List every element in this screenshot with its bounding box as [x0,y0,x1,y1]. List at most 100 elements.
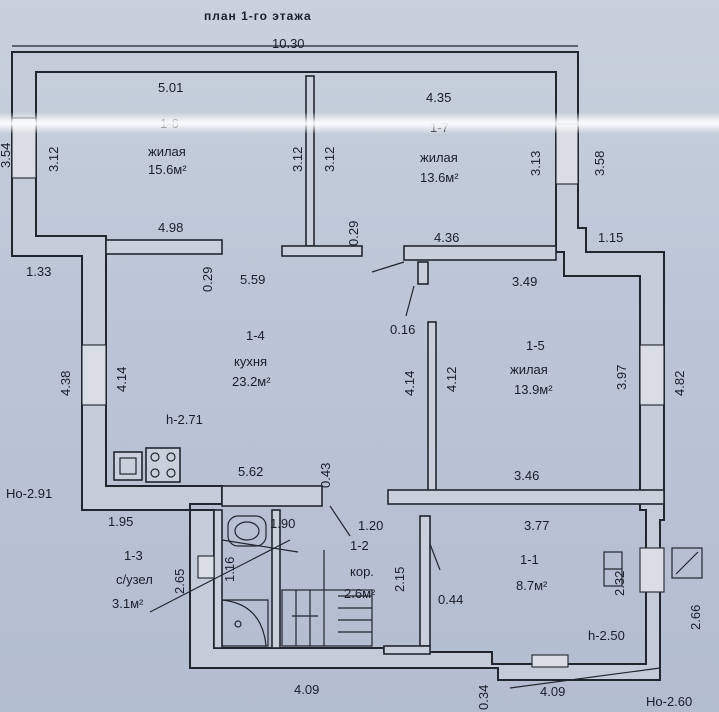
room-r17-area: 13.6м² [420,170,459,185]
dim-right-482: 4.82 [672,371,687,396]
door-r17-swing [371,261,405,273]
bath-leader [149,539,291,613]
dim-kitchen-right: 4.14 [402,371,417,396]
kitchen-sink [113,451,143,481]
kitchen-stove [145,447,181,483]
dim-gap-016: 0.16 [390,322,415,337]
dim-bath-195: 1.95 [108,514,133,529]
wall-stub [417,261,429,285]
stove-burner-1 [150,452,160,462]
dim-partial-left: 3.54 [0,143,13,168]
staircase [281,550,373,647]
window-left-r16 [11,117,37,179]
room-r14-area: 23.2м² [232,374,271,389]
shower-drain [234,620,242,628]
room-r17-id: 1-7 [430,120,449,135]
room-r16-area: 15.6м² [148,162,187,177]
dim-r17-ext: 3.58 [592,151,607,176]
dim-r17-top: 4.35 [426,90,451,105]
door-bath-swing [221,539,299,553]
room-r16-name: жилая [148,144,186,159]
room-r12-area: 2.6м² [344,586,376,601]
dim-hall-width: 4.36 [434,230,459,245]
wall-bath-corridor [271,509,281,649]
dim-porch-266: 2.66 [688,605,703,630]
dim-kitchen-left: 4.14 [114,367,129,392]
dim-r16-left: 3.12 [46,147,61,172]
dim-kitchen-bottom: 5.62 [238,464,263,479]
stove-burner-4 [166,468,176,478]
wall-r16-r17 [305,75,315,247]
window-right-r11 [639,547,665,593]
dim-r16-bottom: 4.98 [158,220,183,235]
dim-ext-115: 1.15 [598,230,623,245]
dim-gap-044: 0.44 [438,592,463,607]
dim-bath-190: 1.90 [270,516,295,531]
dim-r11-top: 3.77 [524,518,549,533]
window-left-kitchen [81,344,107,406]
dim-overall-width: 10.30 [272,36,305,51]
window-bottom-r11 [531,654,569,668]
room-r12-id: 1-2 [350,538,369,553]
dim-bottom-034: 0.34 [476,685,491,710]
porch-symbol [671,547,703,579]
room-r13-name: с/узел [116,572,153,587]
room-r15-id: 1-5 [526,338,545,353]
room-r11-area: 8.7м² [516,578,548,593]
chimney-symbol [603,551,623,587]
room-r12-name: кор. [350,564,374,579]
room-r14-name: кухня [234,354,267,369]
stove-burner-3 [150,468,160,478]
dim-r16-top: 5.01 [158,80,183,95]
stove-burner-2 [166,452,176,462]
room-r15-name: жилая [510,362,548,377]
dim-r15-right: 3.97 [614,365,629,390]
room-r11-height: h-2.50 [588,628,625,643]
dim-r16-right: 3.12 [290,147,305,172]
washbasin [227,515,267,547]
room-r16-id: 1-6 [160,116,179,131]
level-left: Ho-2.91 [6,486,52,501]
dim-r17-right: 3.13 [528,151,543,176]
window-right-r15 [639,344,665,406]
room-r17-name: жилая [420,150,458,165]
wall-r15-r11 [387,489,665,505]
wall-kitchen-bath [221,485,323,507]
wall-r16-kitchen-left [105,239,223,255]
dim-wall-029-b: 0.29 [200,267,215,292]
kitchen-sink-basin [119,457,137,475]
dim-r17-left: 3.12 [322,147,337,172]
dim-bath-116: 1.16 [222,557,237,582]
dim-left-133: 1.33 [26,264,51,279]
dim-r15-top: 3.49 [512,274,537,289]
dim-bath-265: 2.65 [172,569,187,594]
wall-corridor-bottom [383,645,431,655]
dim-left-438: 4.38 [58,371,73,396]
shower-tray [221,599,269,647]
room-r14-height: h-2.71 [166,412,203,427]
dim-wall-043: 0.43 [318,463,333,488]
dim-cor-215: 2.15 [392,567,407,592]
door-corridor-swing [329,505,351,537]
wall-r16-kitchen-right [281,245,363,257]
dim-bottom-left: 4.09 [294,682,319,697]
washbasin-bowl [234,521,260,541]
room-r11-id: 1-1 [520,552,539,567]
window-right-r17 [555,123,579,185]
room-r13-area: 3.1м² [112,596,144,611]
dim-r15-left: 4.12 [444,367,459,392]
dim-r11-right: 2.32 [612,571,627,596]
dim-cor-120: 1.20 [358,518,383,533]
wall-kitchen-r15 [427,321,437,493]
room-r14-id: 1-4 [246,328,265,343]
dim-kitchen-top: 5.59 [240,272,265,287]
plan-title: план 1-го этажа [204,9,312,23]
shower-curve [221,599,267,647]
wall-corridor-r11 [419,515,431,647]
window-bath [197,555,215,579]
door-r15-swing [405,285,415,317]
dim-bottom-right: 4.09 [540,684,565,699]
room-r15-area: 13.9м² [514,382,553,397]
